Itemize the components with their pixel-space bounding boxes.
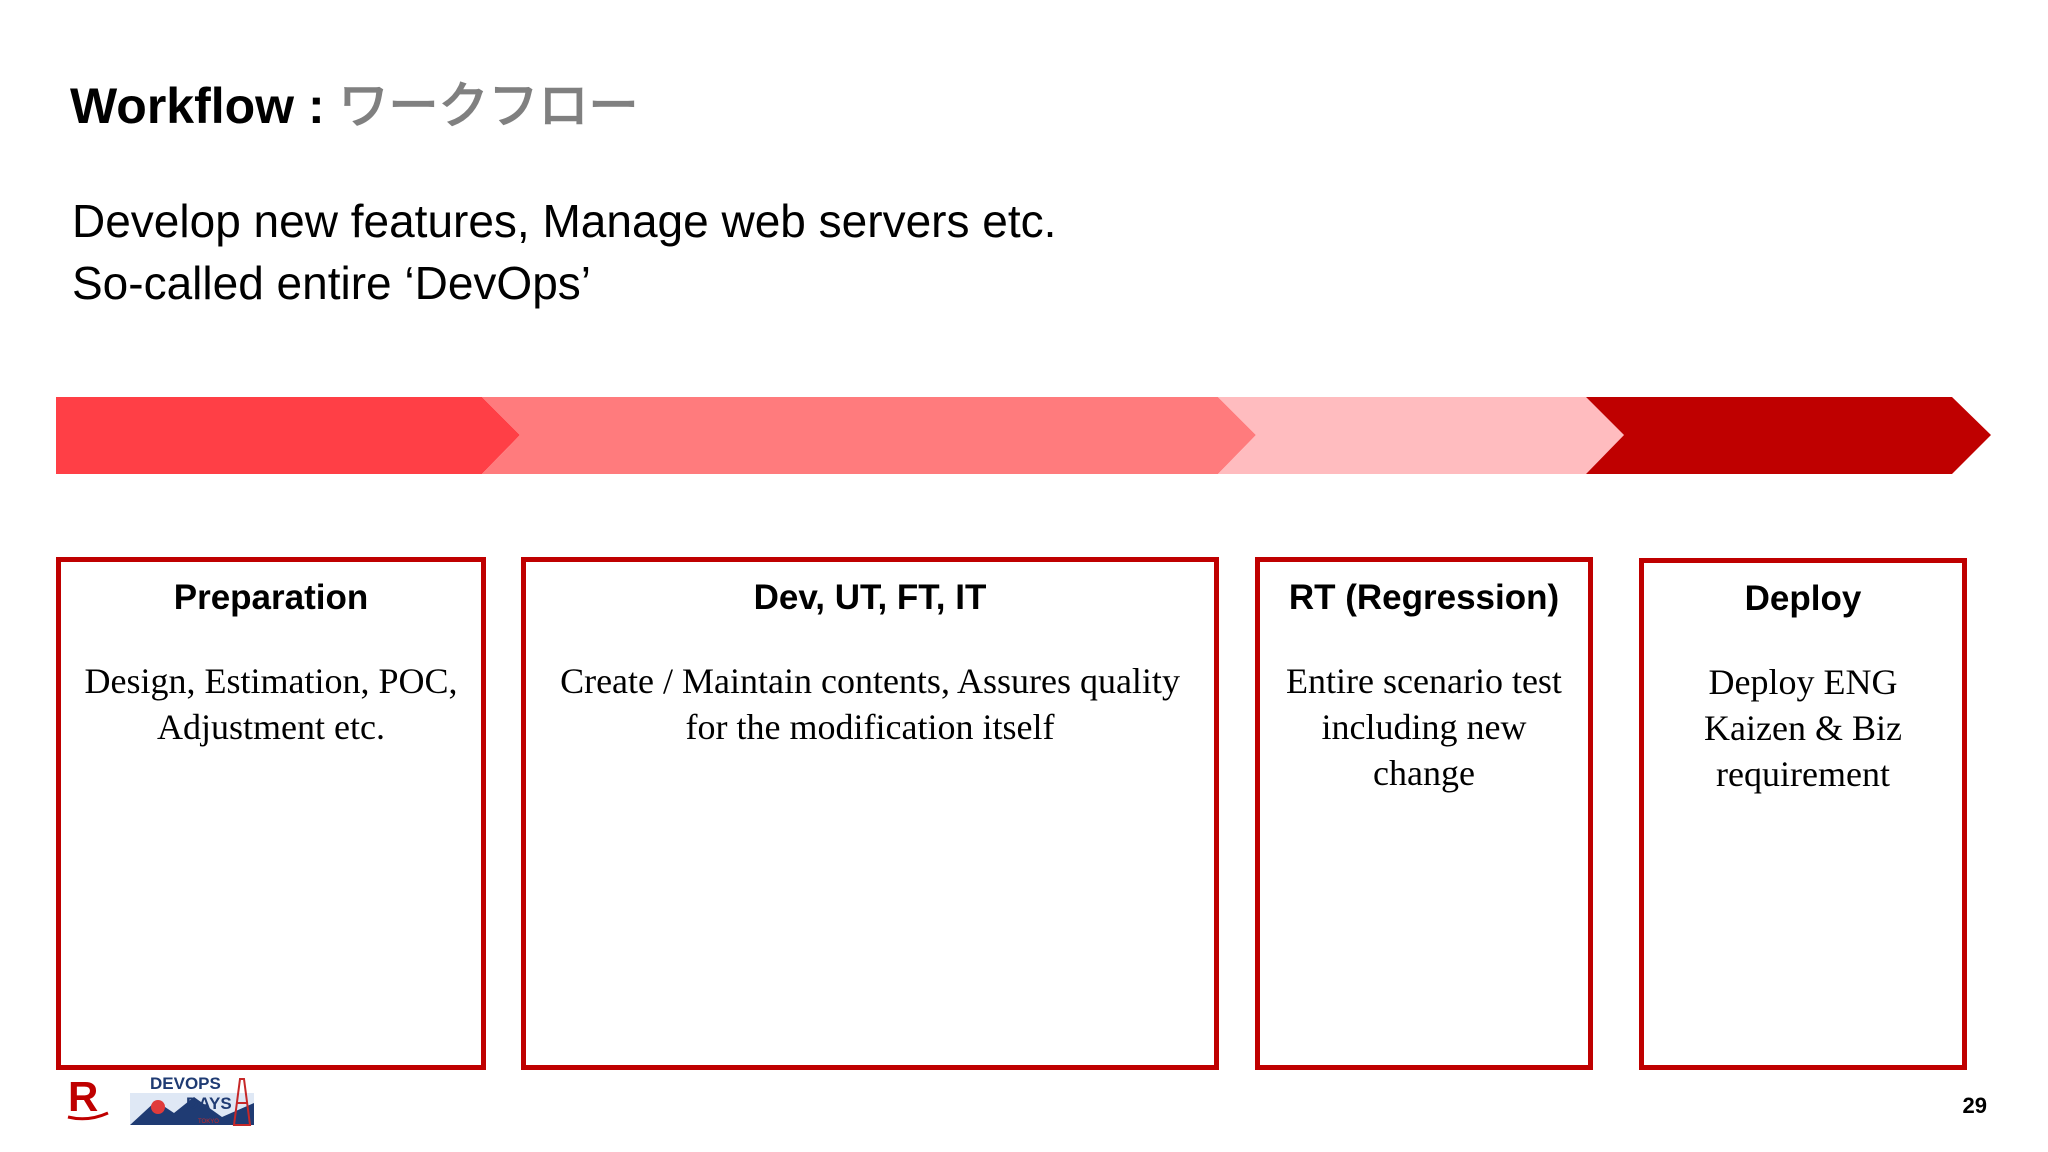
badge-line-1: DEVOPS xyxy=(150,1074,221,1093)
stage-box-preparation: Preparation Design, Estimation, POC, Adj… xyxy=(56,557,486,1070)
stage-description-line: Deploy ENG xyxy=(1708,662,1898,702)
stage-description-line: change xyxy=(1373,753,1475,793)
title-separator: : xyxy=(294,78,339,134)
subtitle-line: Develop new features, Manage web servers… xyxy=(72,195,1057,247)
badge-line-2: DAYS xyxy=(186,1094,232,1113)
stage-description: Entire scenario test including new chang… xyxy=(1260,658,1588,796)
stage-heading: RT (Regression) xyxy=(1288,578,1560,617)
stage-box-dev: Dev, UT, FT, IT Create / Maintain conten… xyxy=(521,557,1219,1070)
stage-heading: Dev, UT, FT, IT xyxy=(753,578,987,617)
stage-description-line: requirement xyxy=(1716,754,1890,794)
stage-description-line: including new xyxy=(1321,707,1527,747)
stage-box-deploy: Deploy Deploy ENG Kaizen & Biz requireme… xyxy=(1639,558,1967,1070)
stage-description-line: for the modification itself xyxy=(685,707,1055,747)
slide-title: Workflow : ワークフロー xyxy=(70,66,639,138)
stage-description-line: Adjustment etc. xyxy=(157,707,385,747)
title-english: Workflow xyxy=(70,78,295,134)
arrow-segment-preparation xyxy=(56,397,520,474)
page-number: 29 xyxy=(1962,1093,1987,1118)
devopsdays-tokyo-logo-icon: DEVOPS DAYS TOKYO xyxy=(130,1074,254,1126)
arrow-segment-dev xyxy=(482,397,1256,474)
stage-description: Deploy ENG Kaizen & Biz requirement xyxy=(1644,659,1962,797)
stage-description-line: Entire scenario test xyxy=(1286,661,1562,701)
stage-heading: Deploy xyxy=(1744,579,1862,618)
stage-description-line: Kaizen & Biz xyxy=(1704,708,1902,748)
subtitle-line: So-called entire ‘DevOps’ xyxy=(72,257,592,309)
rakuten-logo-icon: R xyxy=(67,1075,109,1121)
logo-letter: R xyxy=(68,1075,98,1120)
stage-description: Create / Maintain contents, Assures qual… xyxy=(526,658,1214,750)
arrow-segment-rt xyxy=(1218,397,1624,474)
badge-line-3: TOKYO xyxy=(198,1119,219,1125)
title-japanese: ワークフロー xyxy=(338,77,639,135)
subtitle: Develop new features, Manage web servers… xyxy=(72,190,1056,314)
stage-box-regression: RT (Regression) Entire scenario test inc… xyxy=(1255,557,1593,1070)
arrow-segment-deploy xyxy=(1586,397,1991,474)
stage-description-line: Create / Maintain contents, Assures qual… xyxy=(560,661,1180,701)
stage-description-line: Design, Estimation, POC, xyxy=(84,661,458,701)
stage-heading: Preparation xyxy=(173,578,369,617)
stage-description: Design, Estimation, POC, Adjustment etc. xyxy=(61,658,481,750)
